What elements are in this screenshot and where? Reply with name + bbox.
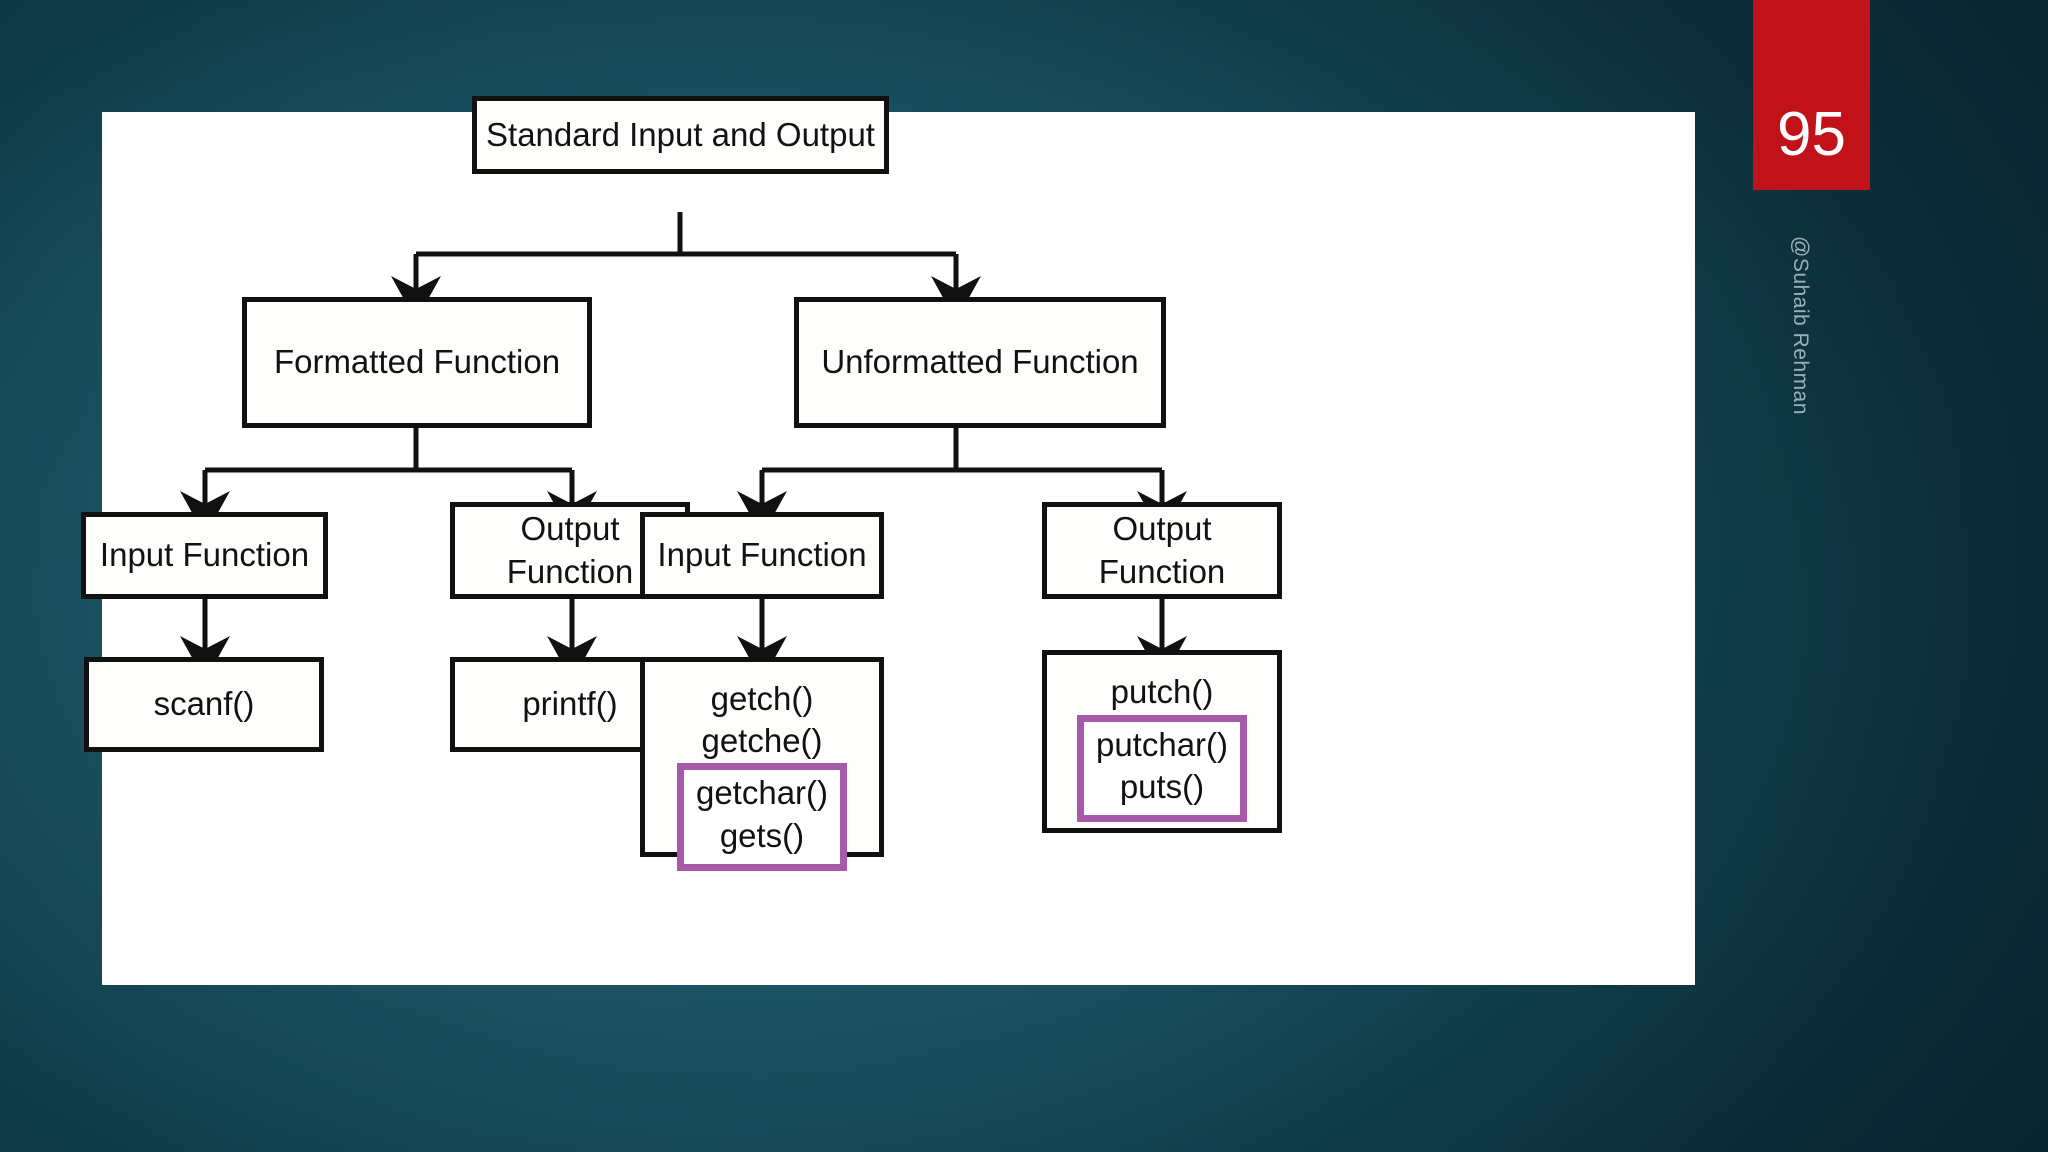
function-gets: gets() xyxy=(719,817,805,855)
function-list: putch() putchar() puts() xyxy=(1047,671,1277,823)
page-number: 95 xyxy=(1777,100,1846,169)
highlight-box-input: getchar() gets() xyxy=(676,763,848,871)
node-root-label: Standard Input and Output xyxy=(486,115,875,153)
node-unformatted-function-label: Unformatted Function xyxy=(821,343,1139,381)
node-formatted-function-label: Formatted Function xyxy=(273,343,561,381)
node-unformatted-input-function-label: Input Function xyxy=(657,536,867,574)
function-puts: puts() xyxy=(1119,768,1205,806)
function-putchar: putchar() xyxy=(1095,725,1229,763)
function-list: getch() getche() getchar() gets() xyxy=(645,678,879,871)
function-getchar: getchar() xyxy=(695,774,829,812)
author-credit: @Suhaib Rehman xyxy=(1789,236,1812,415)
node-unformatted-input-list[interactable]: getch() getche() getchar() gets() xyxy=(640,657,884,871)
function-getch: getch() xyxy=(710,680,814,717)
node-unformatted-output-list[interactable]: putch() putchar() puts() xyxy=(1042,650,1282,833)
node-scanf-label: scanf() xyxy=(153,685,255,723)
node-unformatted-input-function[interactable]: Input Function xyxy=(640,512,884,599)
function-getche: getche() xyxy=(701,721,823,759)
node-printf-label: printf() xyxy=(522,685,618,723)
node-formatted-function[interactable]: Formatted Function xyxy=(242,297,592,428)
node-formatted-input-function-label: Input Function xyxy=(99,536,310,574)
node-root[interactable]: Standard Input and Output xyxy=(472,96,889,174)
diagram-panel: Standard Input and Output Formatted Func… xyxy=(81,96,1695,985)
function-putch: putch() xyxy=(1110,673,1214,710)
highlight-box-output: putchar() puts() xyxy=(1076,714,1248,823)
node-formatted-input-function[interactable]: Input Function xyxy=(81,512,328,599)
page-number-badge: 95 xyxy=(1753,0,1870,190)
node-unformatted-function[interactable]: Unformatted Function xyxy=(794,297,1166,428)
node-scanf[interactable]: scanf() xyxy=(84,657,324,752)
connector-lines xyxy=(180,212,1187,682)
